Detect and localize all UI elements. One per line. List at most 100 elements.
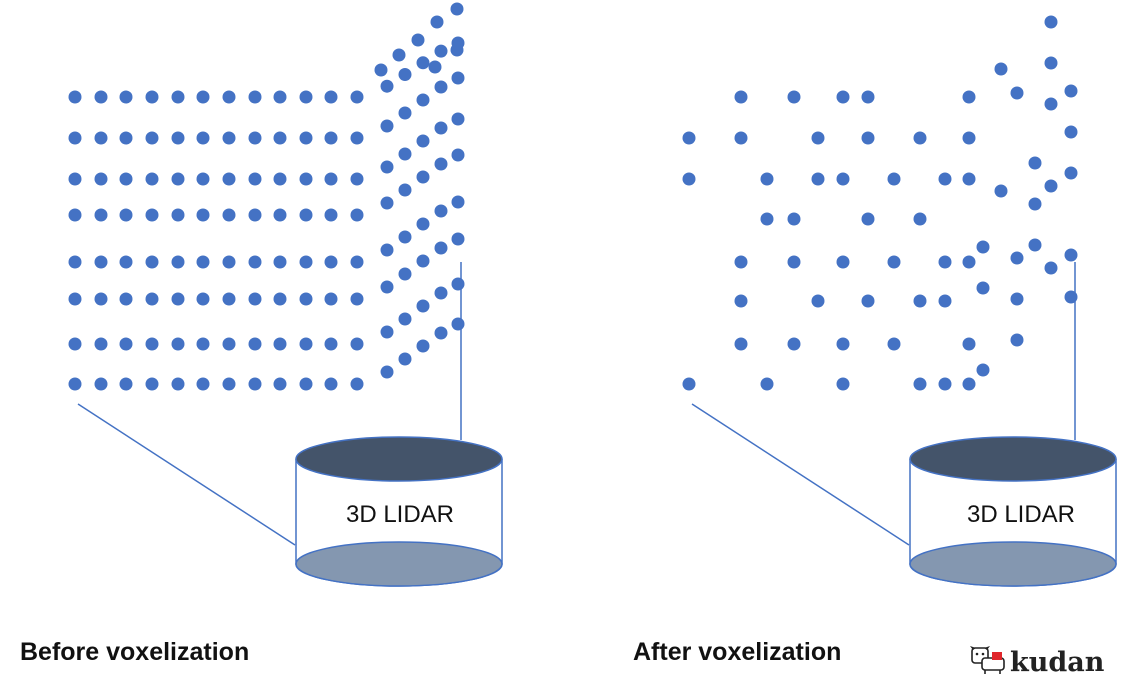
before-point <box>119 131 133 145</box>
after-point <box>811 172 825 186</box>
after-sight-line-left <box>691 403 910 546</box>
after-point <box>1028 238 1042 252</box>
after-point <box>861 294 875 308</box>
before-point <box>350 255 364 269</box>
before-point <box>416 254 430 268</box>
after-point <box>962 255 976 269</box>
before-point <box>451 148 465 162</box>
after-point <box>836 255 850 269</box>
after-point <box>787 337 801 351</box>
before-point <box>68 337 82 351</box>
before-point <box>273 292 287 306</box>
before-point <box>398 230 412 244</box>
after-point <box>938 172 952 186</box>
before-point <box>94 337 108 351</box>
before-point <box>434 80 448 94</box>
after-point <box>938 377 952 391</box>
before-point <box>350 131 364 145</box>
after-point <box>787 255 801 269</box>
before-point <box>434 241 448 255</box>
before-point <box>68 172 82 186</box>
before-point <box>299 131 313 145</box>
after-point <box>811 294 825 308</box>
after-point <box>1044 179 1058 193</box>
before-point <box>94 90 108 104</box>
before-point <box>68 131 82 145</box>
before-point <box>145 131 159 145</box>
before-point <box>94 172 108 186</box>
before-point <box>119 292 133 306</box>
before-point <box>398 68 412 81</box>
before-point <box>416 93 430 107</box>
after-point <box>1064 166 1078 180</box>
before-point <box>398 267 412 281</box>
before-point <box>145 208 159 222</box>
before-point <box>299 172 313 186</box>
before-point <box>196 255 210 269</box>
after-point-cloud <box>682 15 1078 391</box>
before-point <box>380 280 394 294</box>
before-point <box>398 352 412 366</box>
before-point <box>350 90 364 104</box>
after-point <box>976 240 990 254</box>
after-point <box>734 255 748 269</box>
before-point <box>145 255 159 269</box>
before-point <box>451 112 465 126</box>
after-point <box>913 377 927 391</box>
before-point <box>434 44 448 58</box>
before-point <box>171 90 185 104</box>
before-point <box>248 90 262 104</box>
before-panel: 3D LIDAR <box>68 2 503 587</box>
before-point <box>324 208 338 222</box>
before-point <box>68 255 82 269</box>
after-point <box>787 212 801 226</box>
before-point <box>451 232 465 246</box>
before-point <box>248 208 262 222</box>
after-sensor-bottom <box>909 541 1117 587</box>
before-point <box>196 377 210 391</box>
after-point <box>734 294 748 308</box>
before-point <box>119 208 133 222</box>
before-point <box>299 292 313 306</box>
before-point <box>450 43 464 57</box>
before-point <box>68 377 82 391</box>
before-point <box>450 2 464 16</box>
before-point <box>273 377 287 391</box>
after-point <box>1064 125 1078 139</box>
before-lidar-sensor: 3D LIDAR <box>295 436 503 587</box>
before-point <box>324 377 338 391</box>
before-sensor-top <box>295 436 503 482</box>
before-point <box>145 337 159 351</box>
before-point <box>222 337 236 351</box>
after-point <box>994 184 1008 198</box>
before-point <box>451 317 465 331</box>
after-point <box>682 377 696 391</box>
before-point <box>350 337 364 351</box>
before-point <box>416 217 430 231</box>
before-point <box>248 255 262 269</box>
before-point <box>222 90 236 104</box>
before-point <box>416 134 430 148</box>
before-point <box>380 325 394 339</box>
after-point <box>1044 56 1058 70</box>
after-point <box>836 90 850 104</box>
before-point <box>350 172 364 186</box>
before-point <box>196 172 210 186</box>
after-caption: After voxelization <box>633 638 842 666</box>
before-point <box>145 90 159 104</box>
before-point <box>119 337 133 351</box>
before-point <box>171 172 185 186</box>
after-point <box>887 255 901 269</box>
before-point <box>350 292 364 306</box>
after-point <box>962 172 976 186</box>
before-point <box>196 292 210 306</box>
before-point <box>171 377 185 391</box>
after-point <box>938 294 952 308</box>
before-point <box>299 208 313 222</box>
before-point <box>68 90 82 104</box>
before-point <box>428 60 442 74</box>
before-point <box>196 90 210 104</box>
before-point <box>451 195 465 209</box>
before-point <box>222 377 236 391</box>
logo-text: kudan <box>1010 647 1105 678</box>
